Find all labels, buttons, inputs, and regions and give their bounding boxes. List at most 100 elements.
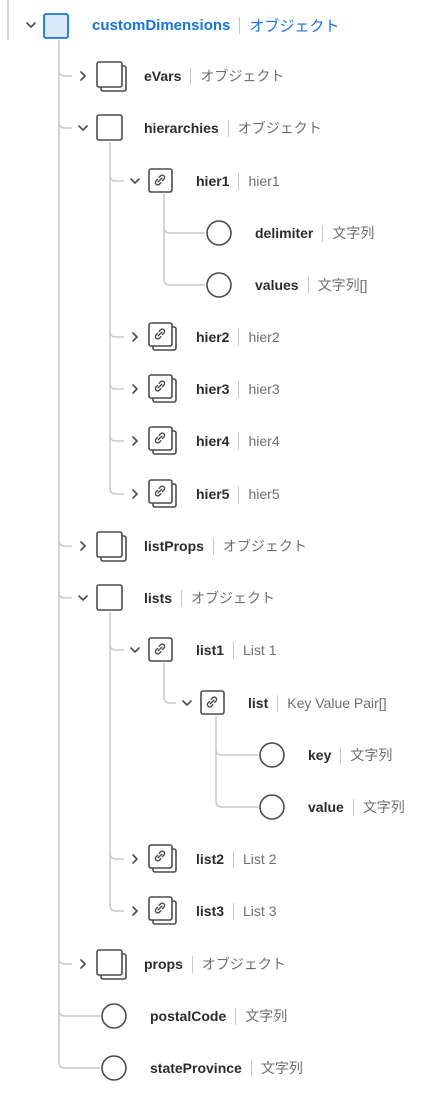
chevron-down-icon[interactable] — [128, 174, 142, 188]
tree-node-hier1[interactable]: hier1 hier1 — [0, 163, 441, 199]
chevron-down-icon[interactable] — [180, 696, 194, 710]
tree-node-list[interactable]: list Key Value Pair[] — [0, 685, 441, 721]
field-type: hier4 — [248, 433, 280, 449]
field-type: オブジェクト — [222, 538, 307, 554]
connector-listprops — [58, 539, 72, 547]
separator — [340, 746, 342, 764]
connector-list1 — [109, 643, 124, 651]
link-stack-icon — [148, 322, 178, 357]
field-name: hierarchies — [144, 120, 219, 136]
tree-node-root[interactable]: customDimensions オブジェクト — [0, 7, 441, 43]
object-icon — [96, 584, 124, 617]
field-type: 文字列 — [332, 225, 375, 241]
tree-node-values[interactable]: values 文字列[] — [0, 267, 441, 303]
field-circle-icon — [205, 219, 233, 252]
tree-node-hierarchies[interactable]: hierarchies オブジェクト — [0, 110, 441, 146]
field-name: postalCode — [150, 1008, 227, 1024]
field-name: hier1 — [196, 173, 230, 189]
object-stack-icon — [96, 61, 128, 98]
field-circle-icon — [258, 741, 286, 774]
root-label: customDimensions オブジェクト — [92, 15, 339, 35]
separator — [238, 380, 240, 398]
separator — [277, 694, 279, 712]
field-name: lists — [144, 590, 173, 606]
field-type: オブジェクト — [249, 17, 340, 35]
field-name: list — [248, 695, 269, 711]
chevron-right-icon[interactable] — [128, 487, 142, 501]
field-type: Key Value Pair[] — [287, 695, 387, 711]
chevron-right-icon[interactable] — [76, 957, 90, 971]
separator — [227, 119, 229, 137]
chevron-right-icon[interactable] — [128, 434, 142, 448]
field-name: list3 — [196, 903, 225, 919]
separator — [352, 798, 354, 816]
object-icon — [96, 114, 124, 147]
field-name: values — [255, 277, 299, 293]
connector-props — [58, 957, 72, 965]
separator — [239, 16, 241, 34]
field-type: hier1 — [248, 173, 280, 189]
link-icon — [148, 168, 174, 199]
connector-values — [163, 278, 205, 286]
connector-hierarchies — [58, 121, 72, 129]
field-label: hier4 hier4 — [196, 431, 280, 451]
separator — [250, 1059, 252, 1077]
field-name: hier4 — [196, 433, 230, 449]
link-stack-icon — [148, 844, 178, 879]
chevron-down-icon[interactable] — [76, 591, 90, 605]
field-label: hierarchies オブジェクト — [144, 118, 322, 138]
tree-node-hier4[interactable]: hier4 hier4 — [0, 423, 441, 459]
field-type: 文字列 — [260, 1060, 303, 1076]
field-type: 文字列[] — [317, 277, 368, 293]
separator — [322, 224, 324, 242]
separator — [212, 537, 214, 555]
chevron-down-icon[interactable] — [76, 121, 90, 135]
connector-hier1 — [109, 174, 124, 182]
connector-list — [163, 696, 176, 704]
chevron-down-icon[interactable] — [24, 18, 38, 32]
separator — [238, 328, 240, 346]
field-name: key — [308, 747, 332, 763]
field-name: stateProvince — [150, 1060, 242, 1076]
chevron-right-icon[interactable] — [128, 904, 142, 918]
tree-node-stateprovince[interactable]: stateProvince 文字列 — [0, 1050, 441, 1086]
separator — [238, 172, 240, 190]
connector-lists — [58, 591, 72, 599]
chevron-right-icon[interactable] — [76, 69, 90, 83]
connector-list2 — [109, 852, 124, 860]
field-type: オブジェクト — [200, 68, 285, 84]
separator — [233, 850, 235, 868]
field-type: オブジェクト — [237, 120, 322, 136]
chevron-down-icon[interactable] — [128, 643, 142, 657]
chevron-right-icon[interactable] — [76, 539, 90, 553]
chevron-right-icon[interactable] — [128, 382, 142, 396]
link-stack-icon — [148, 374, 178, 409]
chevron-right-icon[interactable] — [128, 330, 142, 344]
chevron-right-icon[interactable] — [128, 852, 142, 866]
